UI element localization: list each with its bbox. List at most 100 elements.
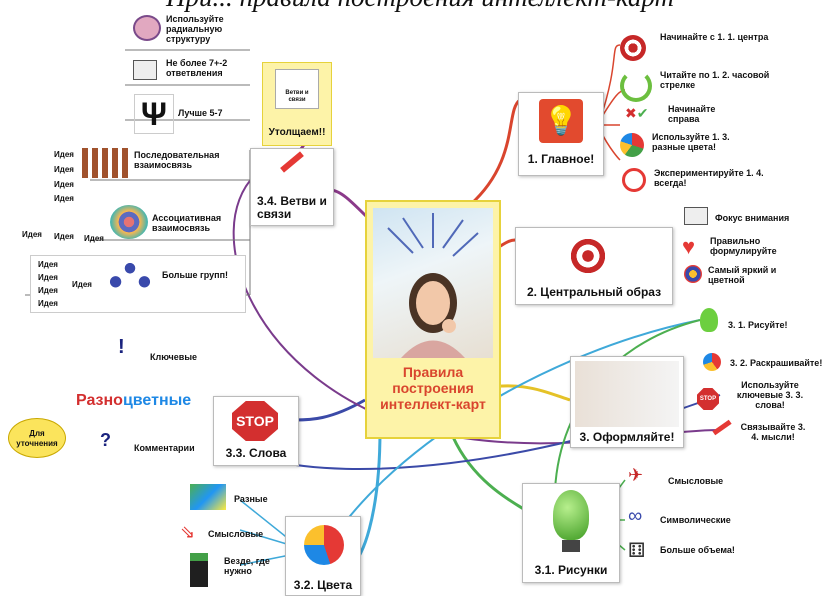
- comment-person-icon: ?: [100, 430, 111, 450]
- pie-icon: [703, 353, 721, 371]
- target-icon: [568, 236, 608, 276]
- node-words-title: 3.3. Слова: [225, 446, 287, 460]
- arrows-icon: ⇘: [180, 522, 196, 542]
- thick-img-label: Ветви и связи: [285, 90, 309, 103]
- note-bubble: Для уточнения: [8, 418, 66, 458]
- airplane-icon: ✈: [628, 465, 644, 485]
- main-item-1: Начинайте с 1. 1. центра: [660, 32, 769, 42]
- target-small-icon: [684, 265, 702, 283]
- links-item-5: Ассоциативная взаимосвязь: [152, 213, 222, 233]
- idea-label: Идея: [72, 280, 92, 289]
- colors-item-3: Везде, где нужно: [224, 556, 270, 576]
- links-item-1: Используйте радиальную структуру: [166, 14, 224, 44]
- caption: При... правила построения интеллект-карт: [0, 0, 840, 13]
- check-icon: ✖✔: [625, 105, 649, 121]
- links-item-3: Лучше 5-7: [178, 108, 223, 118]
- center-title: Правила построения интеллект-карт: [380, 364, 486, 412]
- lightbulb-icon: 💡: [539, 99, 583, 143]
- main-item-3: Начинайте справа: [668, 104, 716, 124]
- target-icon: [620, 35, 646, 61]
- design-item-1: 3. 1. Рисуйте!: [728, 320, 788, 330]
- node-main-title: 1. Главное!: [527, 152, 595, 166]
- idea-label: Идея: [84, 234, 104, 243]
- monitor-icon: [133, 60, 157, 80]
- paint-icon: [190, 553, 208, 587]
- node-pictures-title: 3.1. Рисунки: [534, 563, 608, 577]
- node-links: 3.4. Ветви и связи: [250, 148, 334, 226]
- node-main: 💡 1. Главное!: [518, 92, 604, 176]
- words-item-3: Комментарии: [134, 443, 195, 453]
- exclamation-person-icon: !: [118, 336, 125, 358]
- pictures-item-3: Больше объема!: [660, 545, 735, 555]
- image-item-3: Самый яркий и цветной: [708, 265, 777, 285]
- center-photo: [373, 208, 493, 358]
- line-colors-sub: [239, 499, 291, 566]
- idea-label: Идея: [54, 165, 74, 174]
- green-bulb-icon: [700, 308, 718, 332]
- idea-label: Идея: [54, 232, 74, 241]
- psi-box: Ψ: [134, 94, 174, 134]
- words-multi-a: Разно: [76, 392, 123, 409]
- brain-icon: [133, 15, 161, 41]
- monitor-icon: [684, 207, 708, 225]
- stop-icon: STOP: [697, 388, 719, 410]
- idea-label: Идея: [38, 299, 58, 308]
- node-words: STOP 3.3. Слова: [213, 396, 299, 466]
- words-item-1: Ключевые: [150, 352, 198, 362]
- pie-icon: [620, 133, 644, 157]
- node-links-title: 3.4. Ветви и связи: [257, 194, 327, 221]
- thick-img-box: Ветви и связи: [275, 69, 319, 109]
- node-design: 3. Оформляйте!: [570, 356, 684, 448]
- idea-label: Идея: [54, 180, 74, 189]
- green-bulb-icon: [553, 490, 589, 540]
- dice-icon: ⚅: [628, 540, 646, 562]
- line-pictures: [448, 429, 526, 512]
- main-item-4: Используйте 1. 3. разные цвета!: [652, 132, 730, 152]
- colors-item-2: Смысловые: [208, 529, 264, 539]
- idea-label: Идея: [22, 230, 42, 239]
- evolution-icon: [82, 148, 128, 178]
- idea-label: Идея: [54, 194, 74, 203]
- line-links: [329, 188, 372, 222]
- center-node: Правила построения интеллект-карт: [365, 200, 501, 439]
- node-design-title: 3. Оформляйте!: [579, 430, 675, 444]
- pie-3d-icon: [304, 525, 344, 565]
- image-item-2: Правильно формулируйте: [710, 236, 777, 256]
- network-icon: [110, 205, 148, 239]
- idea-label: Идея: [38, 286, 58, 295]
- node-pictures: 3.1. Рисунки: [522, 483, 620, 583]
- node-thick: Ветви и связи Утолщаем!!: [262, 62, 332, 146]
- node-image: 2. Центральный образ: [515, 227, 673, 305]
- idea-label: Идея: [54, 150, 74, 159]
- node-colors-title: 3.2. Цвета: [293, 578, 353, 592]
- links-item-2: Не более 7+-2 ответвления: [166, 58, 228, 78]
- words-multi-b: цветные: [122, 392, 192, 409]
- links-item-6: Больше групп!: [162, 270, 229, 280]
- photo-drawing-icon: [575, 361, 679, 427]
- words-note: Для уточнения: [16, 429, 58, 448]
- line-main-sub: [599, 44, 626, 161]
- links-thick: Утолщаем!!: [268, 127, 326, 138]
- stop-sign-icon: STOP: [232, 401, 278, 441]
- main-item-2: Читайте по 1. 2. часовой стрелке: [660, 70, 770, 90]
- node-image-title: 2. Центральный образ: [526, 285, 662, 299]
- heart-icon: ♥: [682, 234, 696, 259]
- pictures-item-1: Смысловые: [668, 476, 724, 486]
- line-main: [468, 98, 522, 207]
- circle-arrow-icon: [620, 70, 652, 102]
- idea-label: Идея: [38, 273, 58, 282]
- words-multicolor: Разноцветные: [76, 392, 191, 410]
- design-item-2: 3. 2. Раскрашивайте!: [730, 358, 823, 368]
- line-words: [294, 398, 366, 422]
- people-group-icon: [106, 258, 154, 292]
- image-item-1: Фокус внимания: [715, 213, 790, 223]
- infinity-icon: ∞: [628, 505, 643, 527]
- colors-item-1: Разные: [234, 494, 268, 504]
- idea-label: Идея: [38, 260, 58, 269]
- links-item-4: Последовательная взаимосвязь: [134, 150, 220, 170]
- design-item-4: Связывайте 3. 4. мысли!: [740, 422, 806, 442]
- no-icon: [622, 168, 646, 192]
- girl-thinking-icon: [387, 213, 479, 358]
- pictures-item-2: Символические: [660, 515, 731, 525]
- design-item-3: Используйте ключевые 3. 3. слова!: [736, 380, 804, 410]
